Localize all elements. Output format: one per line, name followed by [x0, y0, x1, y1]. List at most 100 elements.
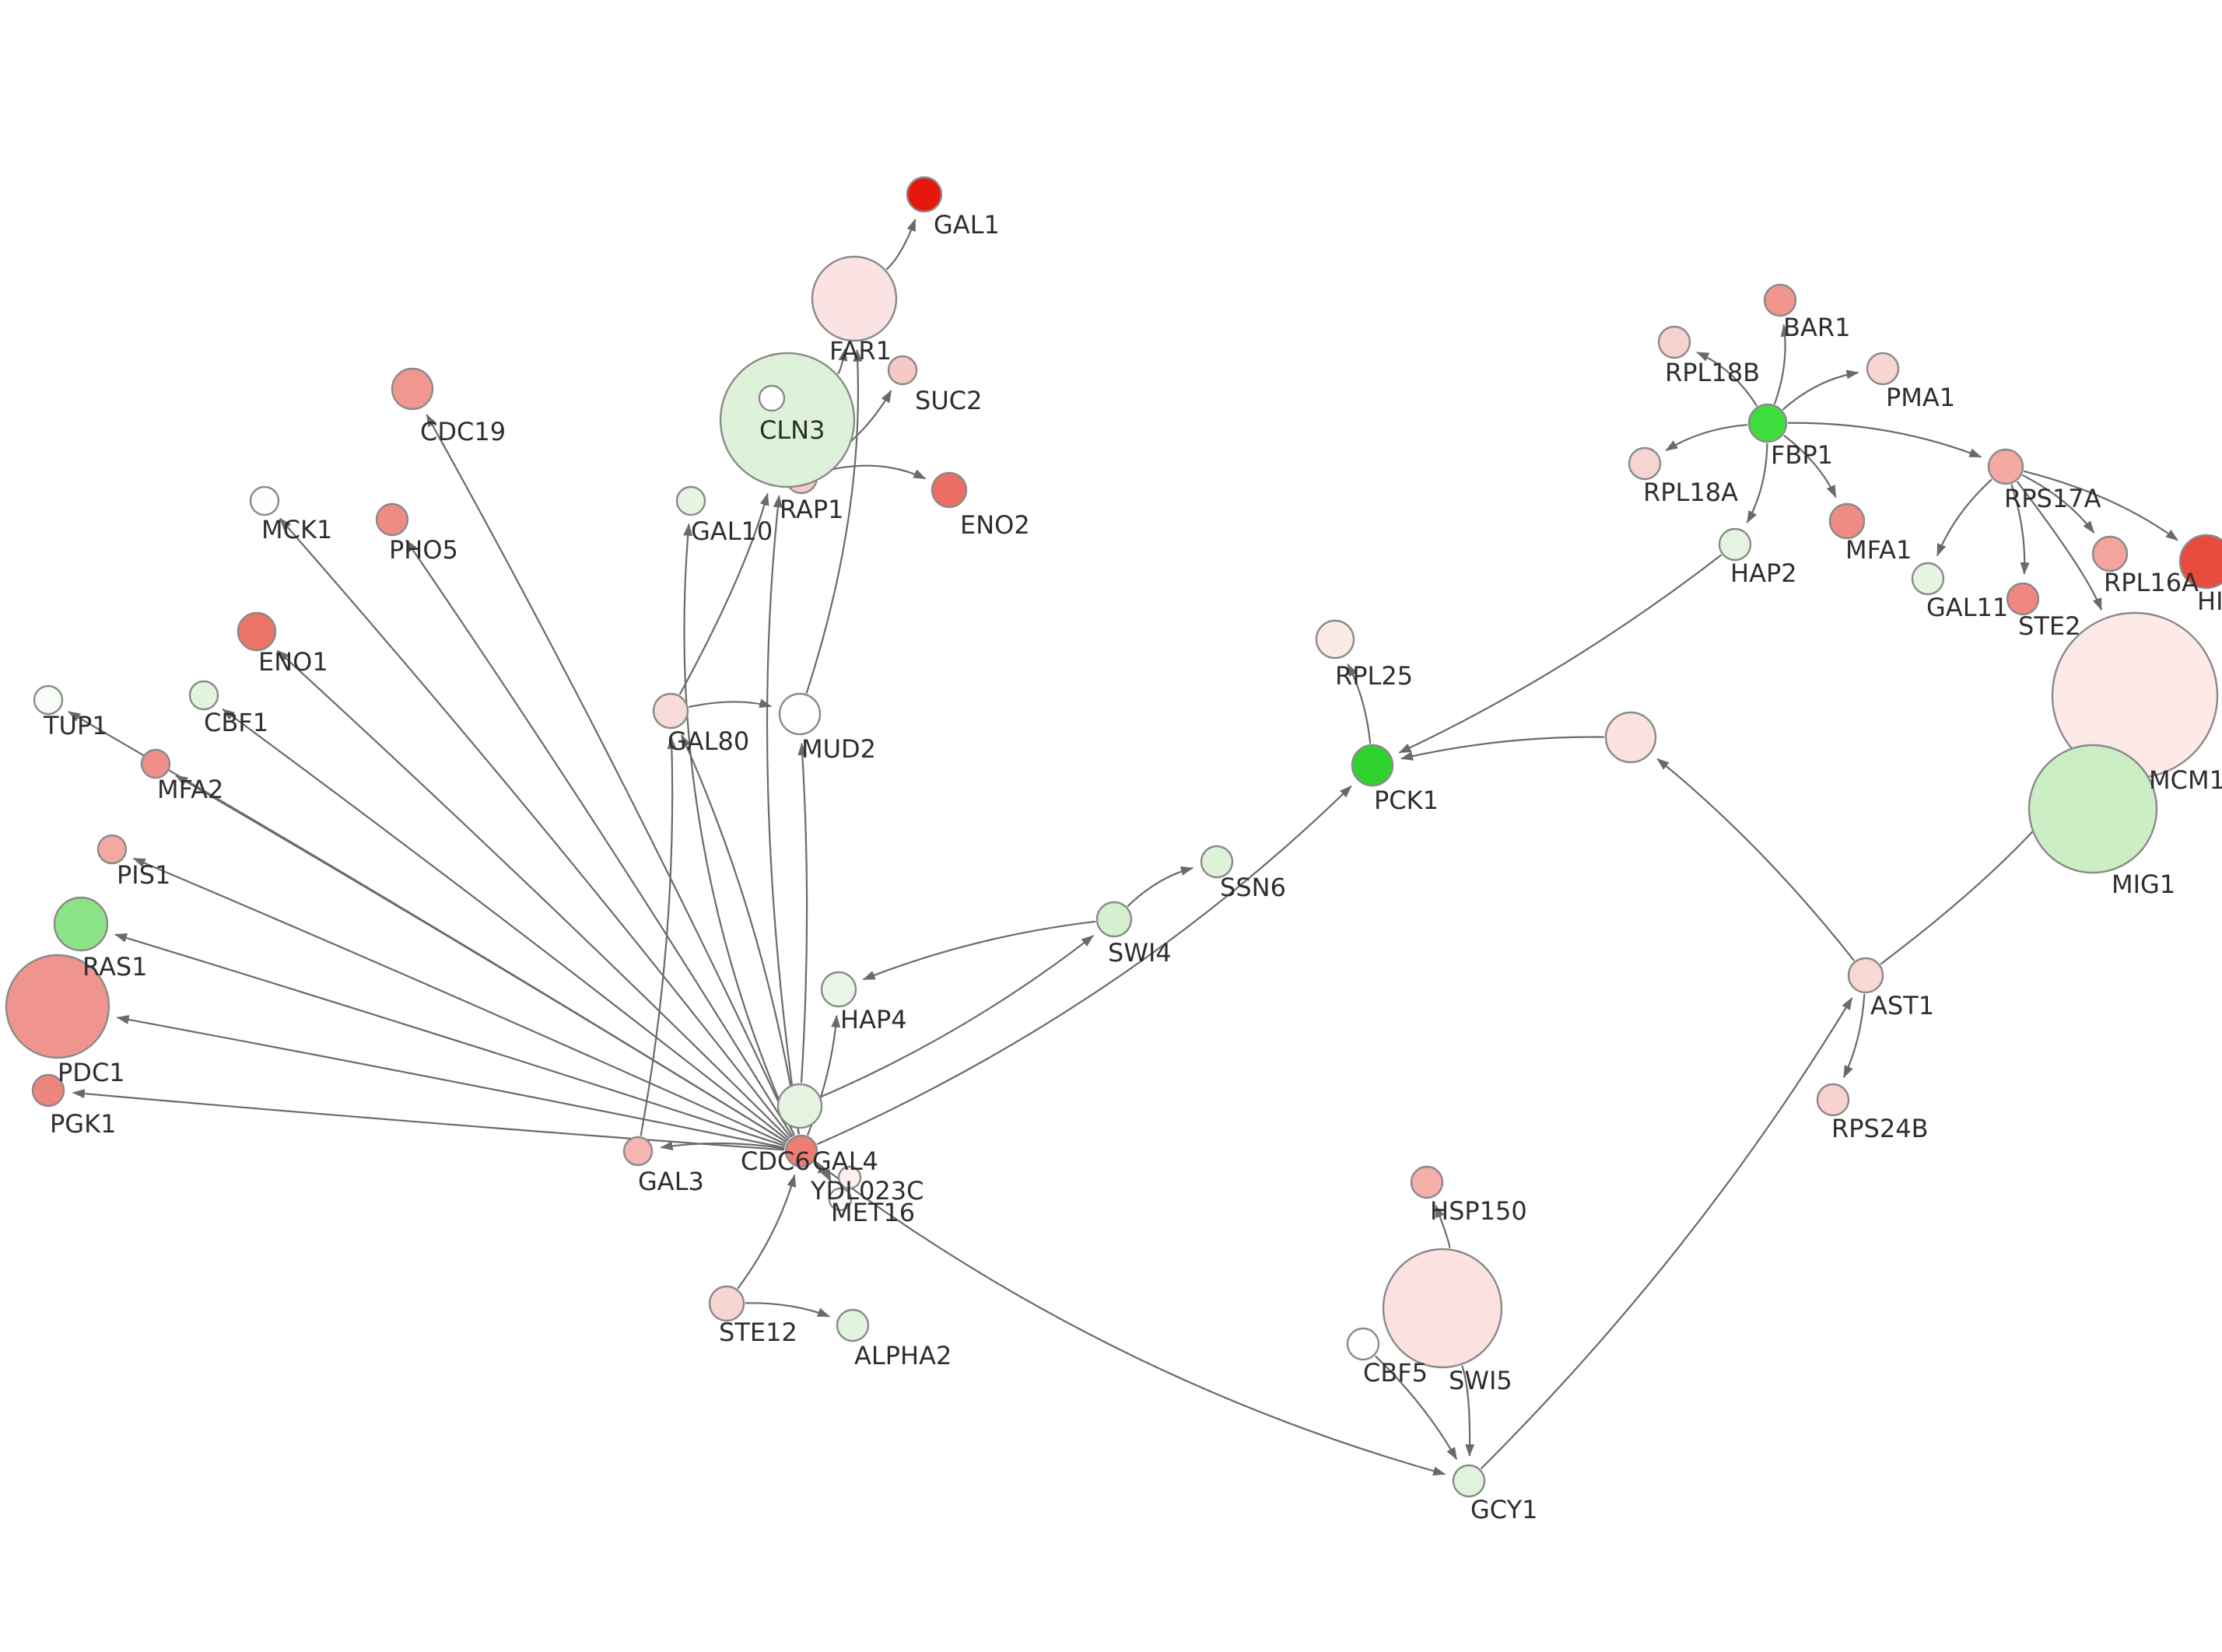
node-fbp1[interactable] — [1747, 403, 1788, 443]
node-rps17a[interactable] — [1987, 448, 2024, 485]
node-pgk1[interactable] — [31, 1073, 65, 1108]
edge-gal4-cbf1[interactable] — [222, 708, 789, 1142]
edge-gal4-ras1[interactable] — [114, 933, 786, 1147]
node-eno1[interactable] — [237, 611, 277, 652]
edge-gal4-cdc19[interactable] — [426, 414, 795, 1136]
edge-ste12-alpha2[interactable] — [745, 1302, 830, 1318]
edge-gal4-pgk1[interactable] — [72, 1089, 785, 1151]
node-gcy1[interactable] — [1452, 1464, 1486, 1498]
edge-gal4-gcy1[interactable] — [814, 1160, 1446, 1476]
node-hsp150[interactable] — [1410, 1165, 1444, 1199]
edge-gal4-pck1[interactable] — [816, 785, 1352, 1146]
node-pho5[interactable] — [375, 502, 409, 537]
node-mig1[interactable] — [2027, 744, 2158, 874]
edge-gcy1-ast1[interactable] — [1480, 997, 1853, 1470]
edge-gal4-pis1[interactable] — [132, 857, 787, 1146]
node-mfa1[interactable] — [1828, 502, 1866, 540]
node-ste2[interactable] — [2006, 582, 2040, 616]
node-gal80[interactable] — [652, 692, 689, 730]
node-rpl25[interactable] — [1315, 619, 1355, 660]
node-rpl18a[interactable] — [1628, 446, 1662, 481]
node-mck1[interactable] — [249, 485, 280, 516]
node-far1[interactable] — [811, 255, 898, 342]
edge-gal4-met16[interactable] — [814, 1161, 832, 1182]
node-swi5[interactable] — [1382, 1248, 1503, 1369]
edge-rps17a-rpl16a[interactable] — [2021, 474, 2095, 534]
node-gal3[interactable] — [622, 1136, 654, 1167]
edge-ste12-gal4[interactable] — [737, 1174, 797, 1290]
edge-ast1-pink1[interactable] — [1656, 758, 1856, 961]
node-cln3[interactable] — [719, 352, 856, 488]
edge-gal80-mud2[interactable] — [689, 698, 773, 709]
node-met16[interactable] — [828, 1187, 853, 1212]
edge-swi5-hsp150[interactable] — [1435, 1205, 1451, 1248]
node-suc2[interactable] — [887, 355, 918, 386]
node-mfa2[interactable] — [140, 748, 171, 779]
node-tup1[interactable] — [33, 684, 64, 716]
node-eno2[interactable] — [931, 471, 968, 509]
node-cdc6[interactable] — [776, 1083, 823, 1129]
node-rps24b[interactable] — [1816, 1083, 1850, 1117]
node-mud2[interactable] — [778, 692, 822, 736]
node-ras1[interactable] — [53, 896, 109, 952]
edge-swi4-ssn6[interactable] — [1127, 866, 1193, 908]
node-bar1[interactable] — [1763, 283, 1797, 317]
edge-cln3-far1[interactable] — [836, 348, 848, 375]
node-ast1[interactable] — [1847, 957, 1884, 994]
edge-fbp1-rps17a[interactable] — [1787, 422, 1982, 458]
node-his4[interactable] — [2178, 534, 2222, 590]
node-rpl18b[interactable] — [1657, 325, 1691, 359]
edge-fbp1-mfa1[interactable] — [1783, 434, 1837, 499]
node-pck1[interactable] — [1351, 744, 1394, 787]
node-gal10[interactable] — [675, 485, 706, 516]
edge-cdc6-swi4[interactable] — [821, 935, 1094, 1098]
edge-pck1-rpl25[interactable] — [1347, 663, 1372, 744]
node-ssn6[interactable] — [1200, 845, 1234, 879]
edge-gal4-gal10[interactable] — [683, 523, 796, 1136]
edge-gal4-mfa2[interactable] — [175, 775, 787, 1143]
edge-ast1-rps24b[interactable] — [1842, 993, 1866, 1079]
edge-gal4-pdc1[interactable] — [116, 1015, 785, 1149]
node-ste12[interactable] — [708, 1285, 745, 1322]
edge-fbp1-bar1[interactable] — [1773, 324, 1790, 404]
node-gal1[interactable] — [906, 176, 943, 213]
edge-gal4-mck1[interactable] — [279, 517, 792, 1139]
edge-rps17a-gal11[interactable] — [1936, 478, 1992, 557]
edge-rps17a-ste2[interactable] — [2010, 484, 2030, 575]
edge-mud2-far1[interactable] — [805, 349, 863, 694]
edge-swi5-gcy1[interactable] — [1461, 1365, 1475, 1457]
node-rpl16a[interactable] — [2091, 535, 2129, 572]
edge-far1-gal1[interactable] — [885, 219, 916, 271]
edge-gal4-eno1[interactable] — [276, 649, 790, 1140]
node-swi4[interactable] — [1095, 901, 1133, 938]
edge-gal4-gal3[interactable] — [660, 1141, 785, 1151]
node-pis1[interactable] — [96, 834, 128, 865]
node-white1[interactable] — [758, 384, 786, 412]
edge-gal4-gal80[interactable] — [680, 734, 800, 1135]
node-alpha2[interactable] — [836, 1308, 870, 1342]
edge-fbp1-pma1[interactable] — [1782, 369, 1859, 411]
edge-cbf5-gcy1[interactable] — [1375, 1355, 1458, 1461]
edge-rps17a-mcm1[interactable] — [2016, 481, 2103, 611]
node-hap2[interactable] — [1718, 527, 1752, 562]
edge-gal4-pho5[interactable] — [405, 539, 794, 1137]
node-pma1[interactable] — [1866, 352, 1900, 386]
node-cbf5[interactable] — [1346, 1327, 1380, 1361]
edge-rps17a-his4[interactable] — [2023, 470, 2178, 541]
edge-hap2-pck1[interactable] — [1398, 554, 1723, 754]
node-gal4[interactable] — [784, 1134, 818, 1168]
node-hap4[interactable] — [820, 971, 857, 1008]
edge-swi4-hap4[interactable] — [862, 920, 1096, 981]
edge-fbp1-rpl18a[interactable] — [1665, 424, 1748, 452]
edge-gal80-cln3[interactable] — [678, 492, 769, 695]
node-ydl023c[interactable] — [837, 1165, 862, 1190]
node-cdc19[interactable] — [391, 367, 434, 411]
node-pdc1[interactable] — [5, 954, 110, 1059]
edge-fbp1-rpl18b[interactable] — [1696, 351, 1758, 407]
node-gal11[interactable] — [1911, 562, 1945, 596]
edge-pink1-pck1[interactable] — [1400, 736, 1605, 761]
node-pink1[interactable] — [1604, 711, 1657, 764]
edge-cdc6-mud2[interactable] — [797, 743, 808, 1083]
edge-gal4-cln3[interactable] — [766, 495, 800, 1135]
